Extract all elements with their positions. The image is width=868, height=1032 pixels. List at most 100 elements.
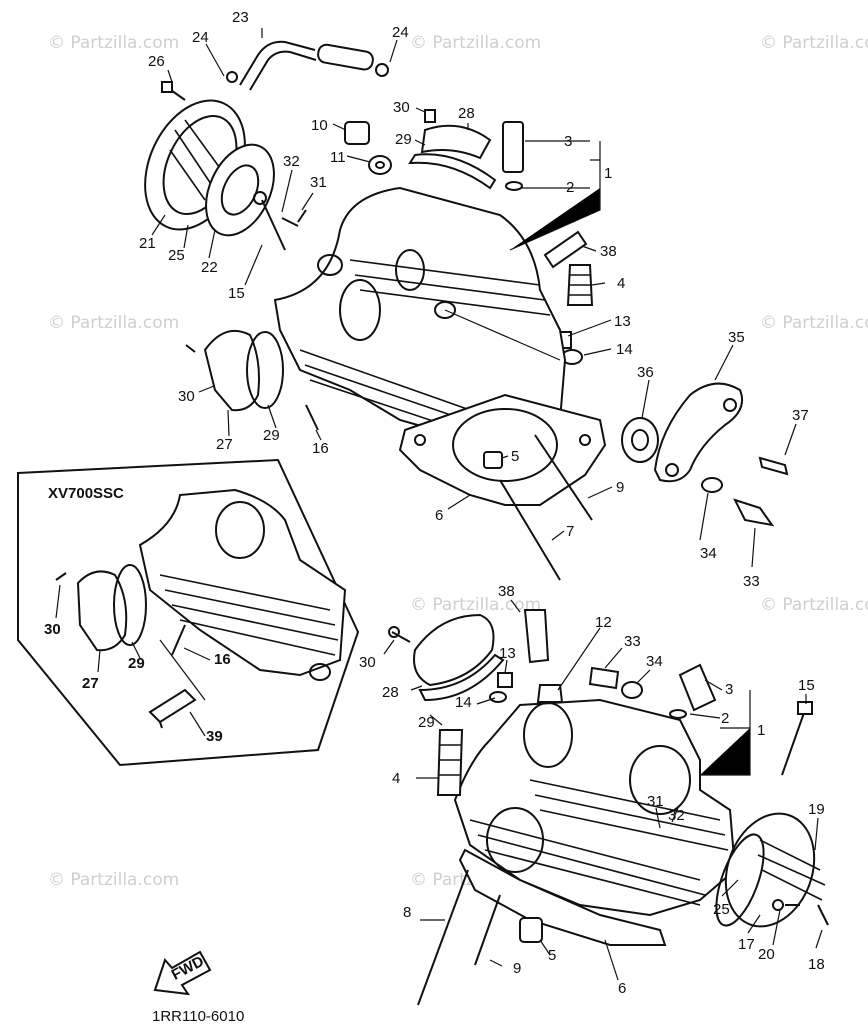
callout-label: 7 xyxy=(566,523,574,540)
washer xyxy=(489,691,507,703)
callout-label: 13 xyxy=(614,313,631,330)
cylinder-head-ssc xyxy=(138,488,347,677)
pipe xyxy=(148,688,197,724)
callout-label: 18 xyxy=(808,956,825,973)
cover-gasket xyxy=(246,331,284,409)
engine-bracket xyxy=(653,382,744,483)
callout-label: 28 xyxy=(382,684,399,701)
watermark: © Partzilla.com xyxy=(48,870,179,890)
callout-label: 14 xyxy=(616,341,633,358)
callout-label: 24 xyxy=(392,24,409,41)
bolt xyxy=(588,666,620,690)
callout-label: 20 xyxy=(758,946,775,963)
callout-label: 29 xyxy=(418,714,435,731)
stud-bolt xyxy=(499,479,561,581)
spark-plug xyxy=(523,609,550,664)
stud-bolt xyxy=(171,624,186,656)
callout-label: 10 xyxy=(311,117,328,134)
callout-label: 6 xyxy=(435,507,443,524)
callout-label: 2 xyxy=(721,710,729,727)
callout-label: 6 xyxy=(618,980,626,997)
hose-pipe xyxy=(317,43,374,71)
forward-arrow-icon xyxy=(153,950,212,996)
callout-label: 8 xyxy=(403,904,411,921)
callout-label: 15 xyxy=(798,677,815,694)
cylinder-head-gasket xyxy=(398,393,607,506)
spark-plug-sleeve xyxy=(436,729,464,796)
spark-plug xyxy=(543,230,588,269)
washer xyxy=(772,899,784,911)
cap-nut xyxy=(536,684,564,703)
callout-label: 21 xyxy=(139,235,156,252)
callout-label: 29 xyxy=(128,655,145,672)
stud-bolt xyxy=(417,869,469,1006)
circlip xyxy=(505,181,523,191)
dowel-pin xyxy=(519,917,543,943)
callout-label: 38 xyxy=(600,243,617,260)
callout-label: 30 xyxy=(44,621,61,638)
callout-label: 33 xyxy=(743,573,760,590)
watermark: © Partzilla.com xyxy=(760,595,868,615)
cylinder-head-front xyxy=(273,186,567,442)
callout-label: 29 xyxy=(263,427,280,444)
callout-label: 27 xyxy=(82,675,99,692)
washer xyxy=(368,155,392,175)
callout-label: 5 xyxy=(511,448,519,465)
damper xyxy=(621,417,659,463)
cylinder-head-gasket xyxy=(458,848,667,946)
callout-label: 36 xyxy=(637,364,654,381)
callout-label: 26 xyxy=(148,53,165,70)
callout-label: 5 xyxy=(548,947,556,964)
hose-clip xyxy=(226,71,238,83)
hose-clip xyxy=(375,63,389,77)
watermark: © Partzilla.com xyxy=(48,313,179,333)
cap-nut xyxy=(344,121,370,145)
callout-label: 4 xyxy=(617,275,625,292)
valve-guide xyxy=(502,121,524,173)
callout-label: 25 xyxy=(168,247,185,264)
cover-gasket xyxy=(113,564,147,646)
stud-bolt xyxy=(474,894,501,966)
callout-label: 35 xyxy=(728,329,745,346)
callout-label: 2 xyxy=(566,179,574,196)
cap-nut xyxy=(497,672,513,688)
callout-label: 9 xyxy=(513,960,521,977)
tappet-cover xyxy=(413,613,495,687)
washer xyxy=(701,477,723,493)
callout-label: 9 xyxy=(616,479,624,496)
callout-label: 39 xyxy=(206,728,223,745)
callout-label: 11 xyxy=(330,149,346,166)
watermark: © Partzilla.com xyxy=(48,33,179,53)
callout-label: 31 xyxy=(310,174,327,191)
cover-gasket xyxy=(205,143,275,237)
diagram-code: 1RR110-6010 xyxy=(152,1008,244,1025)
callout-label: 17 xyxy=(738,936,755,953)
bottom-callouts: 38 12 33 34 30 13 28 14 29 3 2 1 15 4 31… xyxy=(359,583,825,997)
watermark: © Partzilla.com xyxy=(410,33,541,53)
callout-label: 30 xyxy=(178,388,195,405)
callout-label: 12 xyxy=(595,614,612,631)
callout-label: 22 xyxy=(201,259,218,276)
rear-cylinder-head-assembly xyxy=(383,599,829,1006)
watermark: © Partzilla.com xyxy=(410,595,541,615)
callout-label: 28 xyxy=(458,105,475,122)
callout-label: 34 xyxy=(700,545,717,562)
bolt xyxy=(758,456,789,476)
variant-label: XV700SSC xyxy=(48,485,124,502)
callout-label: 34 xyxy=(646,653,663,670)
callout-label: 29 xyxy=(395,131,412,148)
tappet-cover-gasket xyxy=(408,153,497,190)
dowel-pin xyxy=(483,451,503,469)
stud-bolt xyxy=(781,709,806,776)
callout-label: 27 xyxy=(216,436,233,453)
callout-label: 19 xyxy=(808,801,825,818)
callout-label: 23 xyxy=(232,9,249,26)
callout-label: 25 xyxy=(713,901,730,918)
washer xyxy=(621,681,643,699)
callout-label: 24 xyxy=(192,29,209,46)
callout-label: 14 xyxy=(455,694,472,711)
callout-label: 3 xyxy=(725,681,733,698)
side-cover xyxy=(76,570,128,652)
callout-label: 16 xyxy=(312,440,329,457)
